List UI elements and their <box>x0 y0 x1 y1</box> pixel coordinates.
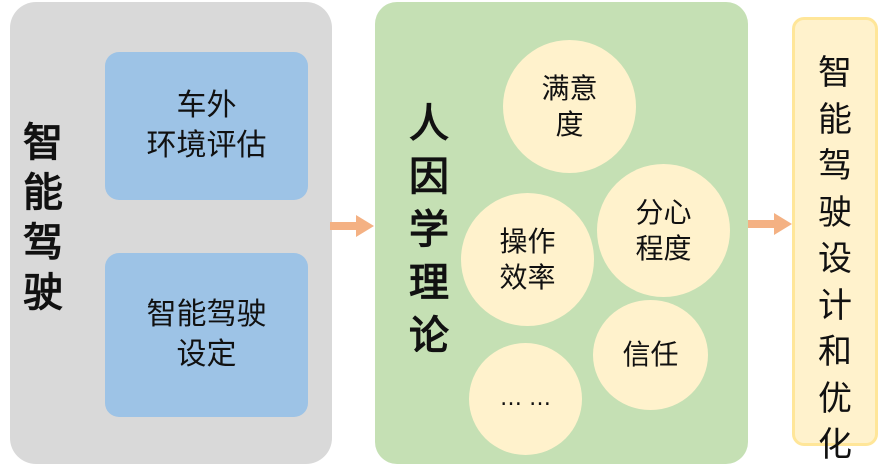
middle-title-char: 因 <box>409 154 449 200</box>
right-title-char: 能 <box>818 99 852 140</box>
right-title-char: 驾 <box>818 146 852 186</box>
circle-line: … … <box>500 386 551 411</box>
settings-box-line: 设定 <box>176 337 237 372</box>
driving-settings-box: 智能驾驶 设定 <box>105 253 308 417</box>
left-title-char: 驶 <box>23 270 63 316</box>
circle-line: 效率 <box>499 260 556 294</box>
right-title-char: 计 <box>818 285 852 326</box>
middle-title-char: 学 <box>409 207 449 253</box>
right-title-char: 设 <box>818 239 852 279</box>
exterior-environment-box: 车外 环境评估 <box>105 52 308 200</box>
ellipsis-circle: … … <box>469 343 582 455</box>
right-title-char: 优 <box>818 378 852 419</box>
circle-line: 度 <box>555 107 584 141</box>
settings-box-line: 智能驾驶 <box>146 297 267 332</box>
right-panel: 智 能 驾 驶 设 计 和 优 化 <box>792 17 878 465</box>
right-panel-title: 智 能 驾 驶 设 计 和 优 化 <box>795 50 875 469</box>
middle-panel-title: 人 因 学 理 论 <box>403 98 455 363</box>
circle-line: 分心 <box>635 195 692 229</box>
circle-line: 操作 <box>499 224 556 258</box>
operation-efficiency-circle: 操作 效率 <box>461 193 594 326</box>
middle-title-char: 论 <box>409 313 449 359</box>
exterior-box-line: 环境评估 <box>146 128 267 163</box>
arrow-right-icon <box>748 213 792 235</box>
left-title-char: 智 <box>23 120 63 166</box>
trust-circle: 信任 <box>593 300 708 410</box>
right-title-char: 驶 <box>818 192 852 233</box>
distraction-circle: 分心 程度 <box>597 164 730 297</box>
right-title-char: 和 <box>818 332 852 372</box>
middle-title-char: 人 <box>409 101 449 147</box>
circle-line: 信任 <box>622 338 679 371</box>
left-title-char: 能 <box>23 170 63 216</box>
left-panel-title: 智 能 驾 驶 <box>18 118 68 318</box>
exterior-box-line: 车外 <box>176 88 237 123</box>
right-title-char: 化 <box>818 425 852 465</box>
left-title-char: 驾 <box>23 220 63 266</box>
arrow-right-icon <box>330 215 374 237</box>
middle-title-char: 理 <box>409 260 449 306</box>
right-title-char: 智 <box>818 53 852 93</box>
satisfaction-circle: 满意 度 <box>503 40 636 173</box>
circle-line: 满意 <box>541 71 598 105</box>
circle-line: 程度 <box>635 231 692 265</box>
